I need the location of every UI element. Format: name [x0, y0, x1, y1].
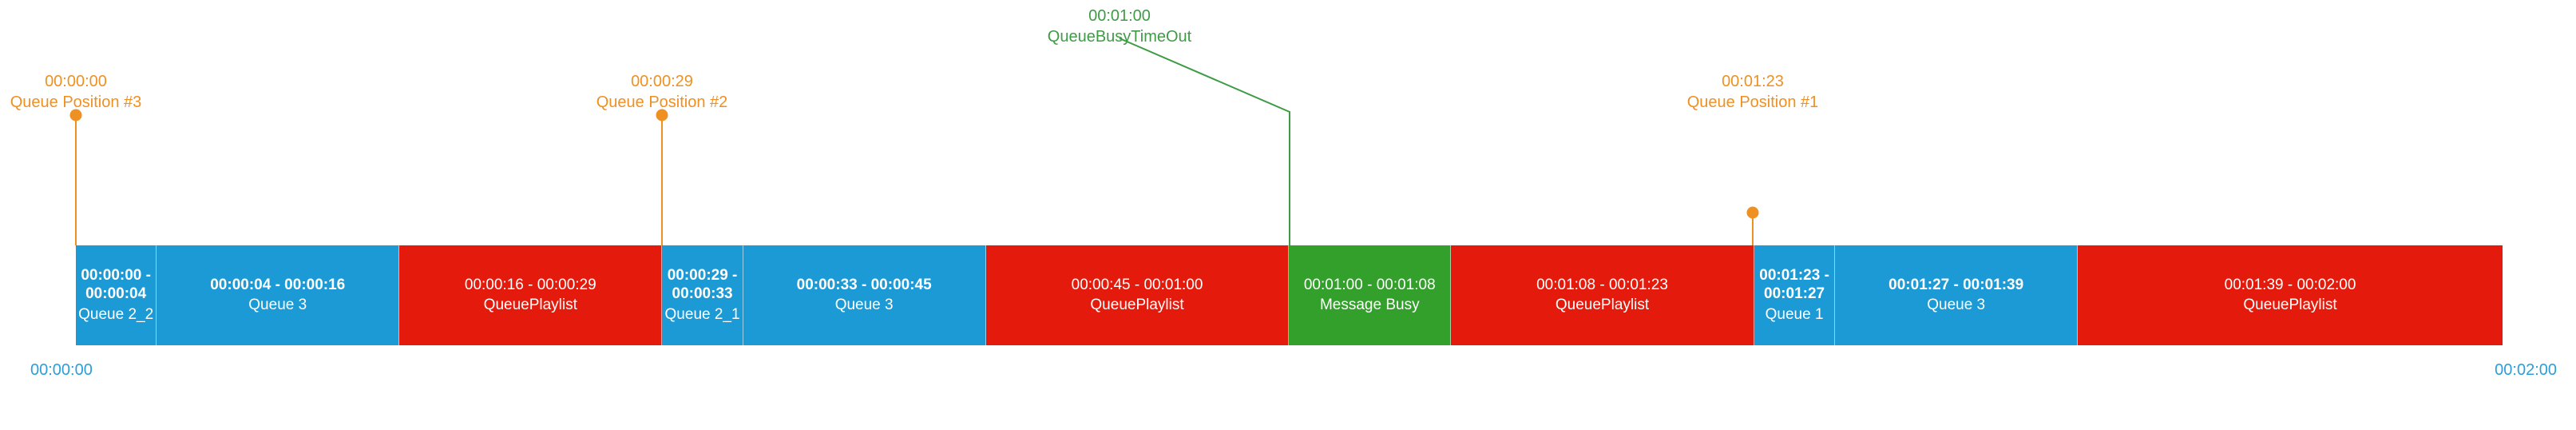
marker-time: 00:01:23	[1722, 73, 1784, 90]
segment-label: QueuePlaylist	[1555, 296, 1650, 313]
segment-label: Message Busy	[1319, 296, 1420, 313]
segment-label: Queue 3	[1927, 296, 1986, 313]
marker-label-queue-position-3[interactable]: 00:00:00 Queue Position #3	[10, 72, 142, 113]
segment-label: Queue 3	[834, 296, 894, 313]
marker-time: 00:00:29	[631, 73, 693, 90]
marker-name: Queue Position #2	[596, 93, 728, 111]
segment-time-range: 00:00:00 - 00:00:04	[81, 267, 151, 303]
segment-time-range: 00:01:23 - 00:01:27	[1759, 267, 1829, 303]
marker-name: QueueBusyTimeOut	[1047, 27, 1192, 46]
segment-time-range: 00:01:39 - 00:02:00	[2224, 276, 2356, 293]
segment-time-range: 00:00:16 - 00:00:29	[464, 276, 596, 293]
segment-label: Queue 1	[1765, 305, 1824, 323]
marker-label-queue-busy-timeout[interactable]: 00:01:00 QueueBusyTimeOut	[1048, 6, 1191, 47]
segment-time-range: 00:00:33 - 00:00:45	[796, 276, 932, 293]
segment-label: Queue 3	[248, 296, 307, 313]
segment-time-range: 00:00:45 - 00:01:00	[1071, 276, 1203, 293]
marker-label-queue-position-1[interactable]: 00:01:23 Queue Position #1	[1687, 72, 1819, 113]
segment-time-range: 00:01:00 - 00:01:08	[1303, 276, 1436, 293]
marker-name: Queue Position #3	[10, 93, 142, 111]
segment-label: Queue 2_1	[664, 305, 740, 323]
segment-label: QueuePlaylist	[1090, 296, 1184, 313]
axis-end-label: 00:02:00	[2495, 361, 2557, 379]
segment-time-range: 00:01:08 - 00:01:23	[1536, 276, 1668, 293]
segment-label: Queue 2_2	[78, 305, 154, 323]
segment-time-range: 00:01:27 - 00:01:39	[1888, 276, 2024, 293]
marker-time: 00:00:00	[45, 73, 107, 90]
axis-start-label: 00:00:00	[30, 361, 93, 379]
marker-name: Queue Position #1	[1686, 93, 1819, 111]
segment-time-range: 00:00:04 - 00:00:16	[210, 276, 346, 293]
segment-label: QueuePlaylist	[2243, 296, 2337, 313]
segment-time-range: 00:00:29 - 00:00:33	[667, 267, 738, 303]
marker-label-queue-position-2[interactable]: 00:00:29 Queue Position #2	[596, 72, 728, 113]
segment-label: QueuePlaylist	[483, 296, 577, 313]
leader-polyline	[1119, 38, 1290, 245]
marker-time: 00:01:00	[1088, 7, 1151, 25]
